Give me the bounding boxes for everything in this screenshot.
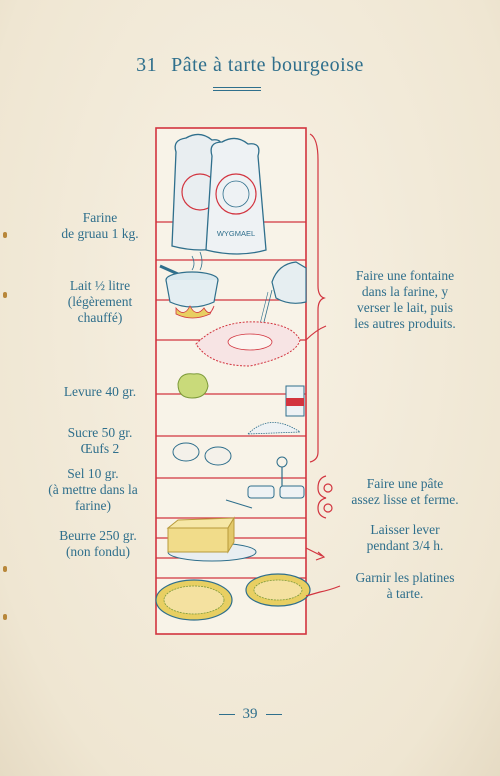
ingredient-line: chauffé)	[77, 310, 123, 325]
ingredient-flour: Farine de gruau 1 kg.	[40, 210, 160, 242]
ingredient-line: (à mettre dans la	[48, 482, 138, 497]
bracket-step-2	[317, 475, 327, 519]
ingredient-line: Sucre 50 gr.	[67, 425, 133, 440]
ingredient-line: de gruau 1 kg.	[61, 226, 139, 241]
step-brackets	[305, 133, 341, 597]
connector-step-1	[305, 325, 327, 341]
recipe-number: 31	[136, 54, 158, 76]
step-line: à tarte.	[386, 586, 424, 601]
bracket-loop	[323, 483, 333, 493]
tart-tins-illustration	[155, 573, 311, 621]
arrowhead-step-3	[315, 551, 326, 561]
ingredient-milk: Lait ½ litre (légèrement chauffé)	[40, 278, 160, 326]
step-fontaine: Faire une fontaine dans la farine, y ver…	[330, 268, 480, 332]
step-line: pendant 3/4 h.	[366, 538, 444, 553]
butter-illustration	[166, 516, 257, 562]
ingredient-yeast: Levure 40 gr.	[40, 384, 160, 400]
ingredient-salt: Sel 10 gr. (à mettre dans la farine)	[28, 466, 158, 514]
eggs-illustration	[172, 442, 232, 466]
step-line: Laisser lever	[370, 522, 440, 537]
arrow-step-4	[305, 585, 341, 597]
step-line: Faire une fontaine	[355, 268, 455, 283]
page-number: 39	[0, 706, 500, 723]
ingredient-line: Lait ½ litre	[69, 278, 131, 293]
yeast-illustration	[177, 373, 209, 399]
page-number-dash	[265, 714, 282, 716]
bracket-step-1	[309, 133, 326, 463]
step-pate: Faire une pâte assez lisse et ferme.	[330, 476, 480, 508]
ingredient-line: (légèrement	[67, 294, 133, 309]
step-lever: Laisser lever pendant 3/4 h.	[330, 522, 480, 554]
page-number-dash	[218, 714, 235, 716]
recipe-heading: 31 Pâte à tarte bourgeoise	[0, 54, 500, 77]
ingredient-line: Beurre 250 gr.	[59, 528, 137, 543]
ingredient-line: farine)	[75, 498, 111, 513]
flour-bag-label: WYGMAEL	[217, 229, 255, 238]
binder-hole-mark	[3, 292, 7, 298]
step-line: les autres produits.	[354, 316, 456, 331]
ingredient-line: Levure 40 gr.	[63, 384, 137, 399]
flour-well-illustration	[195, 321, 301, 367]
step-line: Faire une pâte	[366, 476, 444, 491]
ingredient-line: Sel 10 gr.	[67, 466, 119, 481]
ingredient-sugar-eggs: Sucre 50 gr. Œufs 2	[40, 425, 160, 457]
step-line: assez lisse et ferme.	[351, 492, 459, 507]
title-ornament-rule	[213, 86, 261, 92]
sugar-box-illustration	[246, 385, 305, 435]
recipe-title: Pâte à tarte bourgeoise	[171, 54, 364, 76]
saucepan-illustration	[159, 251, 219, 319]
step-line: Garnir les platines	[355, 570, 455, 585]
bracket-loop	[323, 503, 333, 513]
ingredient-line: Farine	[82, 210, 118, 225]
arrow-step-3	[305, 547, 323, 557]
step-line: verser le lait, puis	[357, 300, 453, 315]
binder-hole-mark	[3, 614, 7, 620]
step-line: dans la farine, y	[361, 284, 449, 299]
binder-hole-mark	[3, 232, 7, 238]
flour-bags-illustration: WYGMAEL	[171, 133, 267, 255]
binder-hole-mark	[3, 566, 7, 572]
ingredient-line: Œufs 2	[80, 441, 120, 456]
pitcher-illustration	[257, 261, 307, 333]
page-number-text: 39	[242, 706, 258, 722]
ingredient-line: (non fondu)	[65, 544, 131, 559]
salt-scale-illustration	[225, 456, 305, 509]
ingredient-butter: Beurre 250 gr. (non fondu)	[36, 528, 160, 560]
step-garnir: Garnir les platines à tarte.	[330, 570, 480, 602]
